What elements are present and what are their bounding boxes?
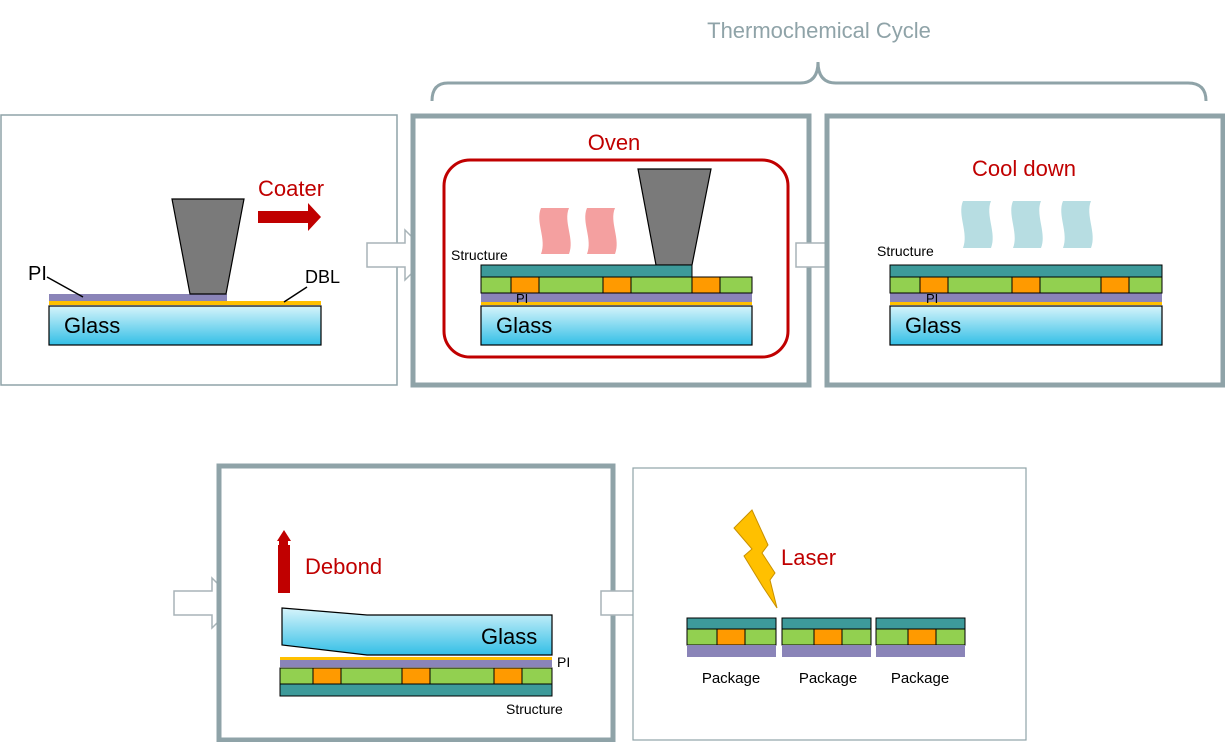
- pi-layer: [481, 293, 752, 302]
- package: Package: [686, 617, 777, 687]
- dbl-layer: [890, 302, 1162, 305]
- pi-layer: [280, 660, 552, 667]
- red-arrow-up-icon-shaft: [278, 545, 290, 593]
- heat-wave-icon: [585, 208, 617, 254]
- package: Package: [875, 617, 966, 687]
- cool-wave-icon: [1061, 201, 1093, 248]
- panel-oven: Oven Glass Structure PI: [410, 113, 812, 388]
- glass-label: Glass: [64, 313, 120, 338]
- glass-label: Glass: [481, 624, 537, 649]
- structure-pad: [1100, 276, 1130, 294]
- structure-label: Structure: [506, 701, 563, 717]
- glass-substrate: [889, 305, 1163, 346]
- package: Package: [781, 617, 872, 687]
- structure-label: Structure: [877, 243, 934, 259]
- glass-substrate: [480, 305, 753, 346]
- glass-label: Glass: [496, 313, 552, 338]
- dbl-layer: [481, 302, 752, 305]
- pi-label: PI: [28, 263, 47, 285]
- pi-label: PI: [926, 291, 938, 306]
- structure-pad: [1011, 276, 1041, 294]
- pi-layer: [49, 294, 227, 301]
- structure-top-layer: [480, 264, 693, 278]
- debond-label: Debond: [305, 554, 382, 579]
- package-label: Package: [891, 670, 949, 687]
- structure-pad: [401, 667, 431, 685]
- cool-wave-icon: [961, 201, 993, 248]
- panel-debond: Debond Glass PI Structure: [216, 463, 616, 742]
- laser-label: Laser: [781, 545, 836, 570]
- package-label: Package: [702, 670, 760, 687]
- cycle-brace: [430, 61, 1208, 102]
- glass-label: Glass: [905, 313, 961, 338]
- cool-wave-icon: [1011, 201, 1043, 248]
- coater-label: Coater: [258, 176, 324, 201]
- dbl-layer: [280, 657, 552, 660]
- red-arrow-right-icon: [258, 203, 321, 231]
- structure-bottom-layer: [279, 683, 553, 697]
- structure-label: Structure: [451, 247, 508, 263]
- dbl-label: DBL: [305, 267, 340, 287]
- coater-nozzle-icon: [171, 198, 245, 295]
- glass-substrate-lifted: [281, 607, 553, 656]
- structure-pad: [312, 667, 342, 685]
- oven-label: Oven: [588, 130, 641, 155]
- oven-frame: [442, 158, 790, 359]
- panel-laser: Laser Package Package Package: [632, 467, 1027, 741]
- cool-down-label: Cool down: [972, 156, 1076, 181]
- pi-layer: [890, 293, 1162, 302]
- cycle-title: Thermochemical Cycle: [707, 18, 931, 43]
- structure-top-layer: [889, 264, 1163, 278]
- structure-pad: [493, 667, 523, 685]
- lightning-bolt-icon: [733, 509, 778, 609]
- structure-pad: [691, 276, 721, 294]
- panel-cool: Cool down Glass Structure PI: [824, 113, 1225, 388]
- pi-label: PI: [516, 291, 528, 306]
- panel-coat: Glass Coater PI DBL: [0, 114, 398, 386]
- heat-wave-icon: [539, 208, 571, 254]
- structure-pad: [602, 276, 632, 294]
- pi-label: PI: [557, 654, 570, 670]
- dbl-layer: [49, 301, 321, 305]
- glass-substrate: [48, 305, 322, 346]
- pi-pointer: [46, 276, 84, 298]
- dbl-pointer: [283, 286, 308, 303]
- package-label: Package: [799, 670, 857, 687]
